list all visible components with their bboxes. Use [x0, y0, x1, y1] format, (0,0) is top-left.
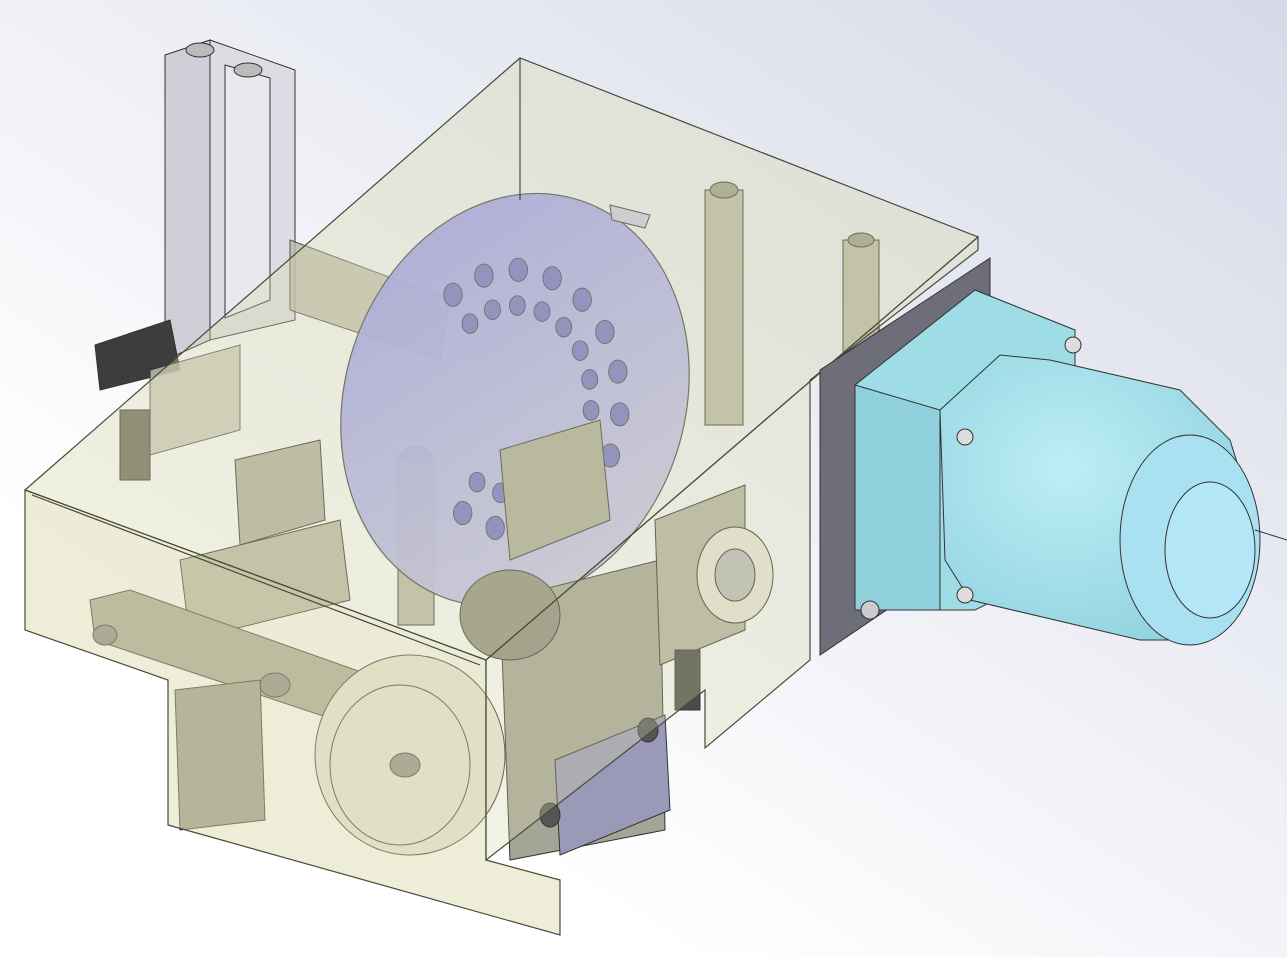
disc-hole — [581, 369, 599, 390]
disc-hole — [572, 287, 592, 312]
stepper-motor — [819, 257, 1287, 656]
disc-hole — [595, 319, 615, 344]
disc-hole — [610, 402, 630, 427]
disc-hole — [461, 313, 479, 334]
disc-hole — [508, 257, 528, 282]
disc-hole — [453, 501, 473, 526]
enclosure-right — [485, 235, 979, 862]
aluminum-rail — [164, 39, 296, 361]
disc-hole — [608, 359, 628, 384]
disc-hole — [582, 400, 600, 421]
transparent-enclosure — [23, 57, 980, 936]
disc-hole — [555, 316, 573, 338]
disc-hole — [508, 295, 526, 316]
disc-hole — [443, 282, 463, 307]
handwheel — [314, 654, 506, 856]
front-bracket-plate — [539, 649, 701, 856]
disc-hole — [485, 515, 505, 540]
disc-hole — [542, 266, 562, 291]
disc-hole — [533, 301, 551, 322]
disc-hole — [474, 263, 494, 288]
disc-hole — [468, 471, 486, 493]
disc-hole — [484, 299, 501, 320]
disc-hole — [571, 340, 589, 361]
